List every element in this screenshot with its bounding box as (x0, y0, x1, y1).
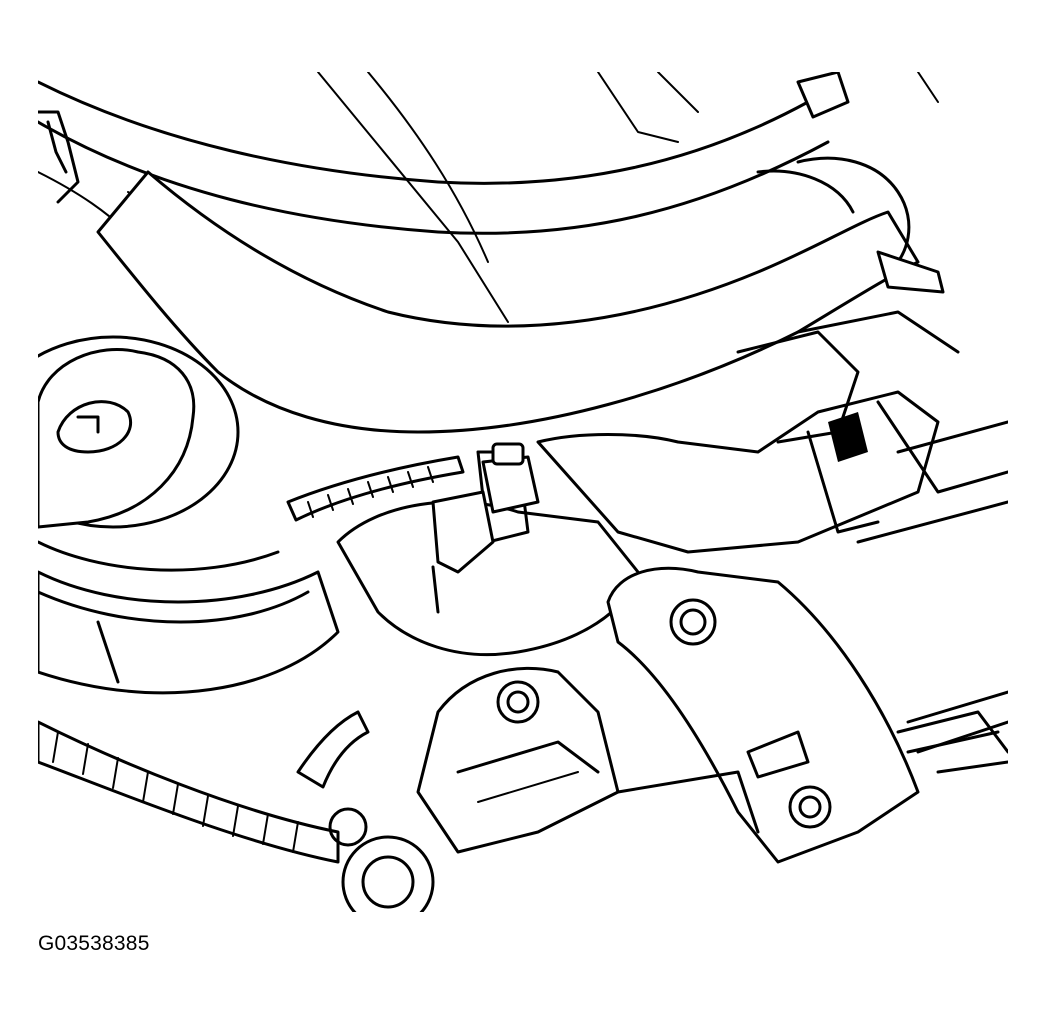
reservoir-clip (38, 110, 80, 204)
coolant-reservoir (38, 570, 340, 695)
right-housing-corner (856, 420, 1008, 774)
manifold-housing (536, 310, 1008, 554)
lower-housing (416, 666, 1008, 854)
sensor-wiring (286, 455, 465, 522)
mounting-bracket (606, 566, 920, 864)
figure-id-label: G03538385 (38, 932, 150, 955)
upper-coolant-hose (38, 72, 850, 235)
reservoir-cap (38, 335, 280, 572)
radiator-hose (96, 156, 945, 434)
lower-wiring-harness (38, 710, 435, 912)
engine-component-line-drawing (38, 72, 1008, 912)
